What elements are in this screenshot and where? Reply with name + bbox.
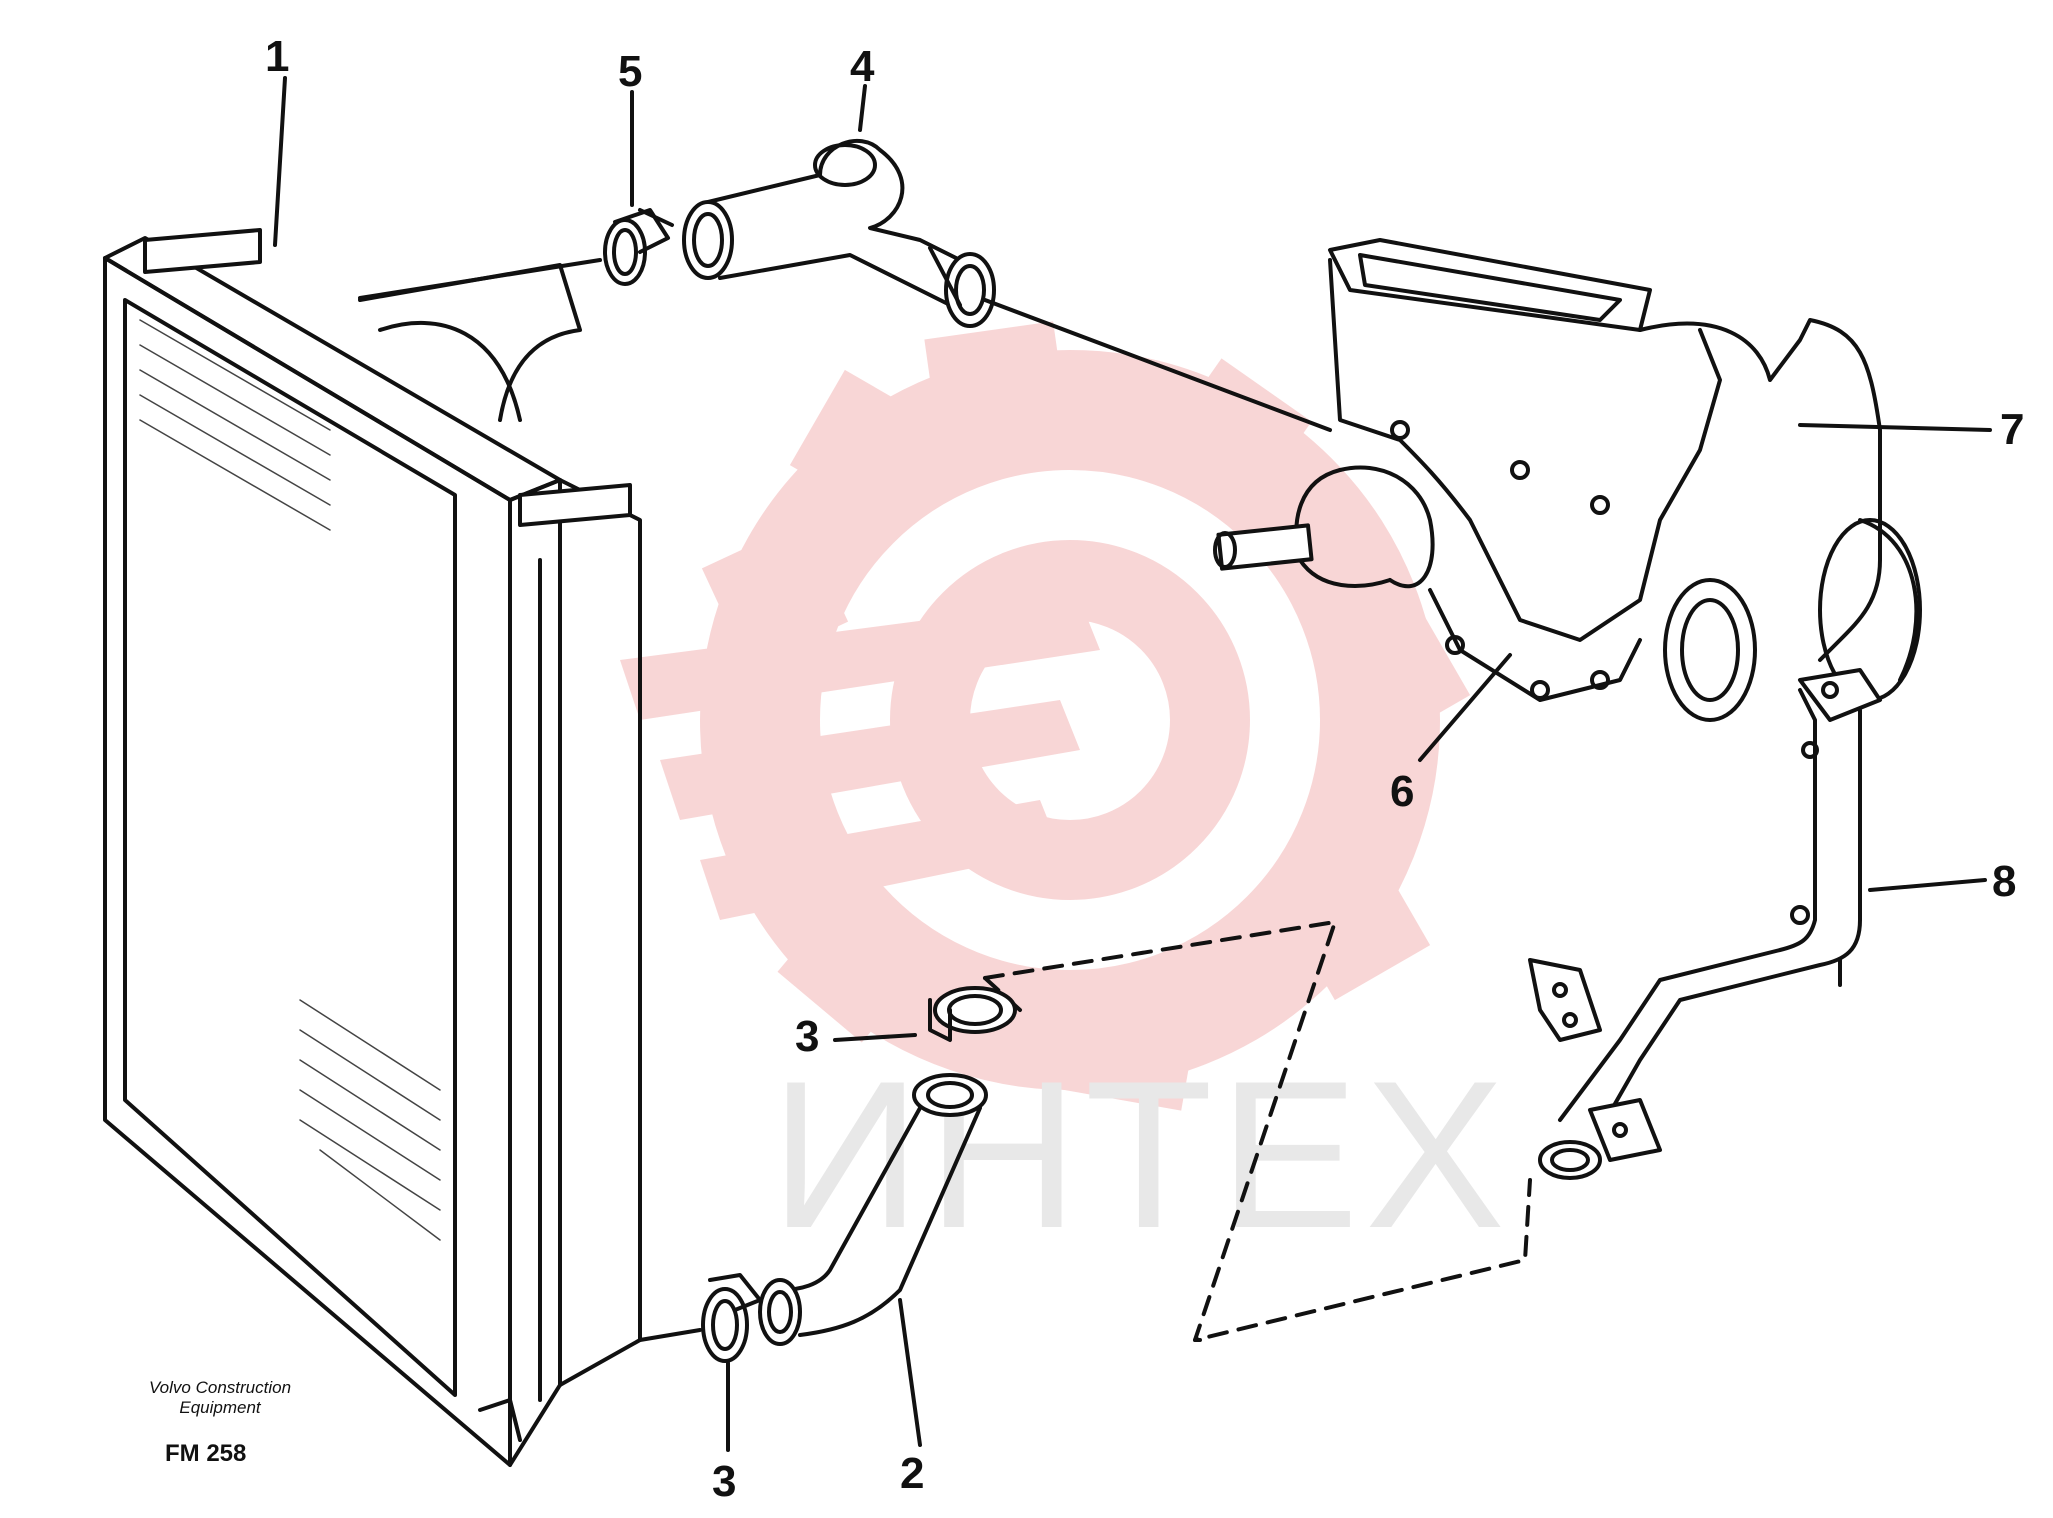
hose-clamp-part-3-lower	[701, 1273, 762, 1363]
hose-clamp-part-3-upper	[928, 986, 1017, 1042]
callout-4: 4	[850, 42, 875, 91]
upper-hose-part-4	[682, 139, 996, 328]
callout-8: 8	[1992, 857, 2017, 906]
callout-1: 1	[265, 32, 290, 81]
callout-3-lower: 3	[712, 1457, 737, 1506]
figure-code: FM 258	[165, 1440, 247, 1467]
radiator-part	[103, 228, 642, 1467]
lower-hose-part-2	[758, 1073, 988, 1346]
brand-line-1: Volvo Construction	[148, 1378, 292, 1397]
callout-2: 2	[900, 1449, 925, 1498]
callout-3-upper: 3	[795, 1012, 820, 1061]
water-pump-housing-part-6-7	[1213, 238, 1922, 722]
brand-line-2: Equipment	[179, 1398, 261, 1417]
coolant-pipe-part-8	[1528, 668, 1882, 1180]
callout-7: 7	[2000, 405, 2025, 454]
hose-clamp-part-5	[603, 208, 674, 286]
brand-caption: Volvo Construction Equipment	[110, 1378, 330, 1418]
callout-6: 6	[1390, 767, 1415, 816]
callout-5: 5	[618, 47, 643, 96]
